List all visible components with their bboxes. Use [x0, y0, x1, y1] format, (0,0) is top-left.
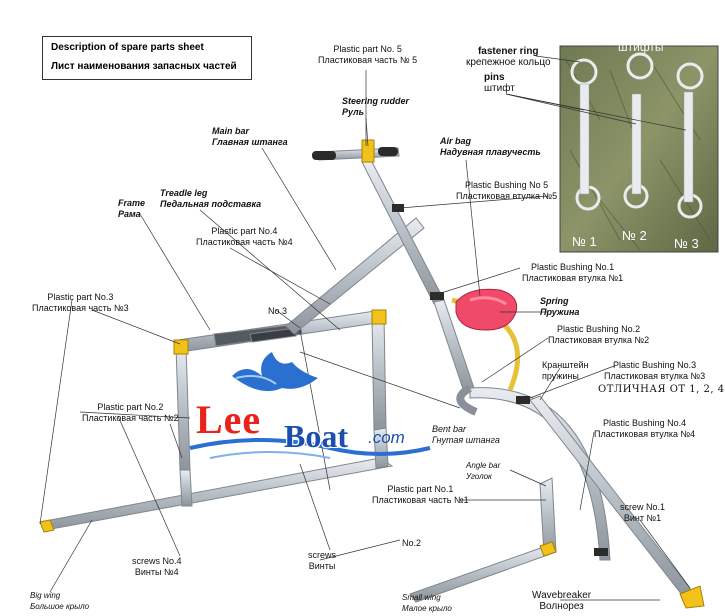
differs-note: ОТЛИЧНАЯ ОТ 1, 2, 4: [598, 384, 725, 395]
big-wing: [39, 457, 394, 531]
frame-right-post: [371, 315, 387, 431]
logo-lee-text: Lee: [196, 397, 262, 442]
bushing-5: [392, 204, 404, 212]
big-wing-label: Big wing Большое крыло: [30, 591, 90, 611]
pins-photo: [559, 45, 719, 253]
main-bar-label: Main bar Главная штанга: [212, 126, 288, 147]
air-bag-label: Air bag Надувная плавучесть: [440, 136, 541, 157]
bushing-1: [430, 292, 444, 300]
treadle-leg-label: Treadle leg Педальная подставка: [160, 188, 262, 209]
bent-bar-hook: [456, 384, 478, 416]
description-title-en: Description of spare parts sheet: [51, 42, 204, 53]
logo-com-text: .com: [368, 428, 405, 447]
plastic-part-3-label: Plastic part No.3 Пластиковая часть №3: [32, 292, 129, 313]
photo-leader-lines: [505, 55, 687, 131]
photo-label-n2: № 2: [622, 228, 647, 243]
description-title-ru: Лист наименования запасных частей: [51, 61, 237, 72]
description-box: Description of spare parts sheet Лист на…: [42, 36, 252, 80]
fastener-ring-label: fastener ring крепежное кольцо: [466, 46, 551, 68]
wavebreaker-label: Wavebreaker Волнорез: [532, 590, 592, 612]
plastic-bushings: [392, 204, 608, 556]
bent-bar-label: Bent bar Гнутая штанга: [432, 424, 500, 445]
steering-rudder-label: Steering rudder Руль: [342, 96, 410, 117]
logo-boat-text: Boat: [284, 418, 348, 454]
plastic-part-5-label: Plastic part No. 5 Пластиковая часть № 5: [318, 44, 418, 65]
main-bar: [285, 217, 425, 335]
bushing-3: [516, 396, 530, 404]
screw-1-label: screw No.1 Винт №1: [620, 502, 666, 523]
plastic-part-1-label: Plastic part No.1 Пластиковая часть №1: [372, 484, 469, 505]
big-wing-tip: [39, 519, 55, 533]
screws-4-label: screws No.4 Винты №4: [132, 556, 182, 577]
spring-bracket-label: Кранштейн пружины: [542, 360, 589, 381]
treadle-leg: [213, 323, 303, 347]
steering-column: [361, 161, 445, 305]
small-wing-cap: [539, 541, 557, 557]
plastic-part-4-label: Plastic part No.4 Пластиковая часть №4: [196, 226, 293, 247]
bushing-4: [594, 548, 608, 556]
spring-label: Spring Пружина: [540, 296, 580, 317]
air-bag: [455, 288, 518, 331]
wavebreaker: [679, 585, 705, 609]
screws-label: screws Винты: [308, 550, 337, 571]
plastic-bushing-3-label: Plastic Bushing No.3 Пластиковая втулка …: [604, 360, 706, 381]
plastic-part-2-label: Plastic part No.2 Пластиковая часть №2: [82, 402, 179, 423]
angle-bar-label: Angle bar Уголок: [466, 461, 501, 481]
small-wing-label: Small wing Малое крыло: [402, 593, 452, 613]
pins-photo-labels: штифты № 1 № 2 № 3: [560, 40, 718, 252]
photo-header-ru: штифты: [618, 40, 664, 54]
plastic-bushing-1-label: Plastic Bushing No.1 Пластиковая втулка …: [522, 262, 624, 283]
plastic-bushing-2-label: Plastic Bushing No.2 Пластиковая втулка …: [548, 324, 650, 345]
plastic-part-4-cap: [371, 309, 387, 325]
steering-rudder-handle: [312, 139, 400, 163]
frame-left-leg: [179, 469, 193, 507]
plastic-caps: [173, 309, 387, 355]
leader-lines: [39, 70, 691, 601]
photo-label-n3: № 3: [674, 236, 699, 251]
no3-label: No.3: [268, 306, 288, 316]
logo-wave: [189, 352, 431, 459]
plastic-bushing-5-label: Plastic Bushing No 5 Пластиковая втулка …: [456, 180, 558, 201]
plastic-bushing-4-label: Plastic Bushing No.4 Пластиковая втулка …: [594, 418, 696, 439]
pins-label: pins штифт: [484, 72, 515, 94]
no2-label: No.2: [402, 538, 422, 548]
frame-label: Frame Рама: [118, 198, 146, 219]
plastic-part-3-cap: [173, 339, 189, 355]
photo-label-n1: № 1: [572, 234, 597, 249]
